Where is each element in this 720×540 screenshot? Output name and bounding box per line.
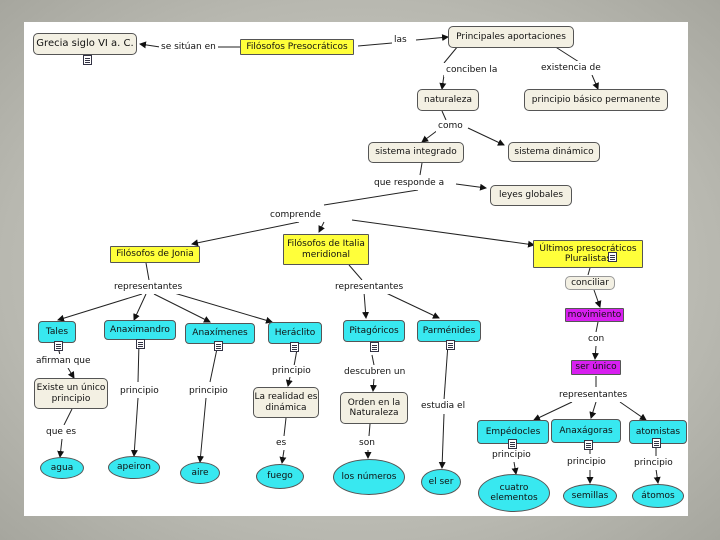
concept-atomos: átomos xyxy=(632,484,684,508)
link-conciliar-box: conciliar xyxy=(565,276,615,290)
concept-filosofos-jonia: Filósofos de Jonia xyxy=(110,246,200,263)
concept-leyes-globales: leyes globales xyxy=(490,185,572,206)
concept-fuego: fuego xyxy=(256,464,304,489)
link-son: son xyxy=(357,436,377,450)
concept-numeros: los números xyxy=(333,459,405,495)
concept-parmenides: Parménides xyxy=(417,320,481,342)
resource-icon[interactable] xyxy=(446,340,455,350)
concept-semillas: semillas xyxy=(563,484,617,508)
link-descubren-un: descubren un xyxy=(342,365,408,379)
link-lines xyxy=(57,34,661,484)
link-estudia-el: estudia el xyxy=(419,399,468,413)
concept-sistema-dinamico: sistema dinámico xyxy=(508,142,600,162)
concept-pitagoricos: Pitagóricos xyxy=(343,320,405,342)
concept-principio-permanente: principio básico permanente xyxy=(524,89,668,111)
concept-realidad-dinamica: La realidad es dinámica xyxy=(253,387,319,418)
resource-icon[interactable] xyxy=(508,439,517,449)
resource-icon[interactable] xyxy=(136,339,145,349)
link-principio-atomistas: principio xyxy=(632,457,675,470)
link-las: las xyxy=(392,33,409,47)
link-con: con xyxy=(586,332,607,346)
link-representantes-jonia: representantes xyxy=(112,280,185,294)
resource-icon[interactable] xyxy=(83,55,92,65)
link-afirman-que: afirman que xyxy=(34,354,93,368)
concept-movimiento: movimiento xyxy=(565,308,624,322)
link-es: es xyxy=(274,436,289,450)
concept-filosofos-presocraticos: Filósofos Presocráticos xyxy=(240,39,354,55)
link-representantes-italia: representantes xyxy=(333,280,406,294)
resource-icon[interactable] xyxy=(584,440,593,450)
concept-anaximandro: Anaximandro xyxy=(104,320,176,340)
link-comprende: comprende xyxy=(268,208,323,222)
resource-icon[interactable] xyxy=(290,342,299,352)
link-principio-empedocles: principio xyxy=(490,449,533,462)
resource-icon[interactable] xyxy=(608,252,617,262)
concept-ultimos-presocraticos: Últimos presocráticos Pluralistas xyxy=(533,240,643,268)
link-se-situan-en: se sitúan en xyxy=(159,40,218,54)
link-representantes-plural: representantes xyxy=(557,388,630,402)
concept-orden-naturaleza: Orden en la Naturaleza xyxy=(340,392,408,424)
concept-principales-aportaciones: Principales aportaciones xyxy=(448,26,574,48)
concept-naturaleza: naturaleza xyxy=(417,89,479,111)
concept-el-ser: el ser xyxy=(421,469,461,495)
concept-filosofos-italia: Filósofos de Italia meridional xyxy=(283,234,369,265)
link-existencia-de: existencia de xyxy=(539,61,603,75)
resource-icon[interactable] xyxy=(214,341,223,351)
concept-agua: agua xyxy=(40,457,84,479)
link-conciben-la: conciben la xyxy=(444,63,500,77)
link-que-es: que es xyxy=(44,425,79,439)
link-principio-anaxagoras: principio xyxy=(565,455,608,469)
resource-icon[interactable] xyxy=(370,342,379,352)
concept-existe-principio: Existe un único principio xyxy=(34,378,108,409)
concept-cuatro-elementos: cuatro elementos xyxy=(478,474,550,512)
concept-sistema-integrado: sistema integrado xyxy=(368,142,464,163)
concept-map: Grecia siglo VI a. C. se sitúan en Filós… xyxy=(24,22,688,516)
link-como: como xyxy=(436,120,465,132)
resource-icon[interactable] xyxy=(54,341,63,351)
concept-tales: Tales xyxy=(38,321,76,343)
concept-apeiron: apeiron xyxy=(108,456,160,479)
link-principio-anaximenes: principio xyxy=(187,384,230,398)
link-principio-anaximandro: principio xyxy=(118,384,161,398)
concept-ser-unico: ser único xyxy=(571,360,621,375)
link-que-responde-a: que responde a xyxy=(372,176,447,190)
concept-aire: aire xyxy=(180,462,220,484)
concept-grecia: Grecia siglo VI a. C. xyxy=(33,33,137,55)
link-principio-heraclito: principio xyxy=(270,365,313,377)
concept-heraclito: Heráclito xyxy=(268,322,322,344)
resource-icon[interactable] xyxy=(652,438,661,448)
